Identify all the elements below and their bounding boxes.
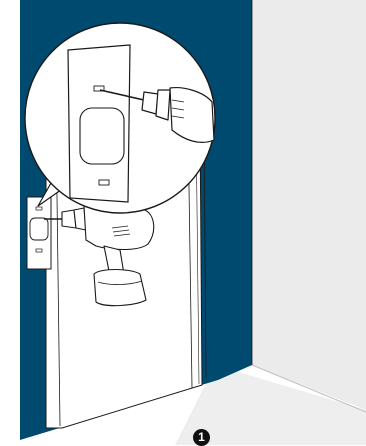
step-number-badge: 1 xyxy=(193,429,210,446)
mounting-bracket xyxy=(27,197,51,269)
zoom-callout xyxy=(25,23,215,213)
side-wall xyxy=(252,0,366,410)
bracket-closeup xyxy=(68,45,130,202)
